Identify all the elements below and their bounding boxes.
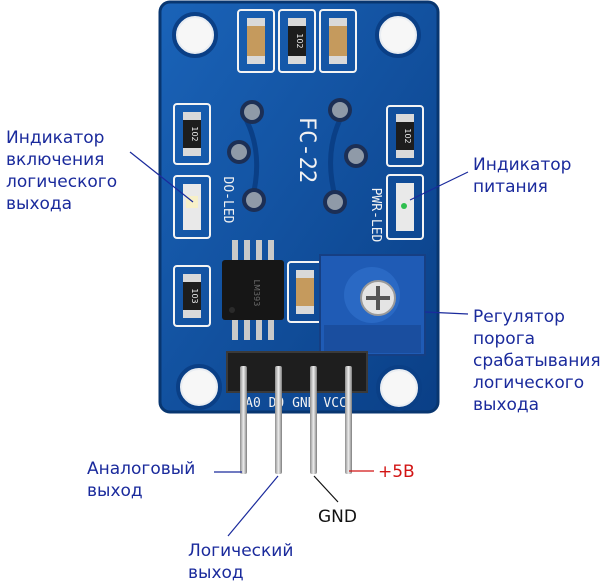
callout-line [227,475,279,537]
mounting-hole [375,12,421,58]
potentiometer [319,254,426,356]
mounting-hole [176,364,222,410]
top-capacitor [319,9,357,73]
top-capacitor [237,9,275,73]
model-text: FC-22 [294,117,319,183]
label-vcc: +5В [378,462,415,482]
resistor-code: 102 [403,128,412,143]
resistor-code: 102 [190,126,199,141]
pwr-led [386,174,424,240]
pin-header [226,351,368,393]
comparator-chip: LM393 [222,240,284,340]
callout-line [129,151,194,203]
mounting-hole [172,12,218,58]
right-resistor: 102 [386,105,424,167]
callout-line [424,311,469,315]
pin-text: A0 D0 GND VCC [245,396,347,411]
callout-line [313,475,339,503]
resistor-code: 103 [190,288,199,303]
label-threshold-regulator: Регулятор порога срабатывания логическог… [473,307,601,415]
label-do-indicator: Индикатор включения логического выхода [6,128,118,214]
pin-vcc [345,366,352,474]
chip-capacitor [287,261,323,323]
left-resistor: 103 [173,265,211,327]
left-resistor: 102 [173,103,211,165]
pin-gnd [310,366,317,474]
pwr-led-text: PWR-LED [368,188,383,243]
pin-a0 [240,366,247,474]
label-digital-output: Логический выход [188,541,294,583]
label-analog-output: Аналоговый выход [87,459,196,501]
chip-marking: LM393 [252,280,261,307]
do-led [173,175,211,239]
callout-line [409,171,469,201]
do-led-text: DO-LED [220,177,235,224]
label-gnd: GND [318,507,357,527]
resistor-code: 102 [295,33,304,48]
sensor-socket [227,98,368,214]
pin-d0 [275,366,282,474]
top-resistor: 102 [278,9,316,73]
label-power-indicator: Индикатор питания [473,155,572,197]
mounting-hole [376,365,422,411]
